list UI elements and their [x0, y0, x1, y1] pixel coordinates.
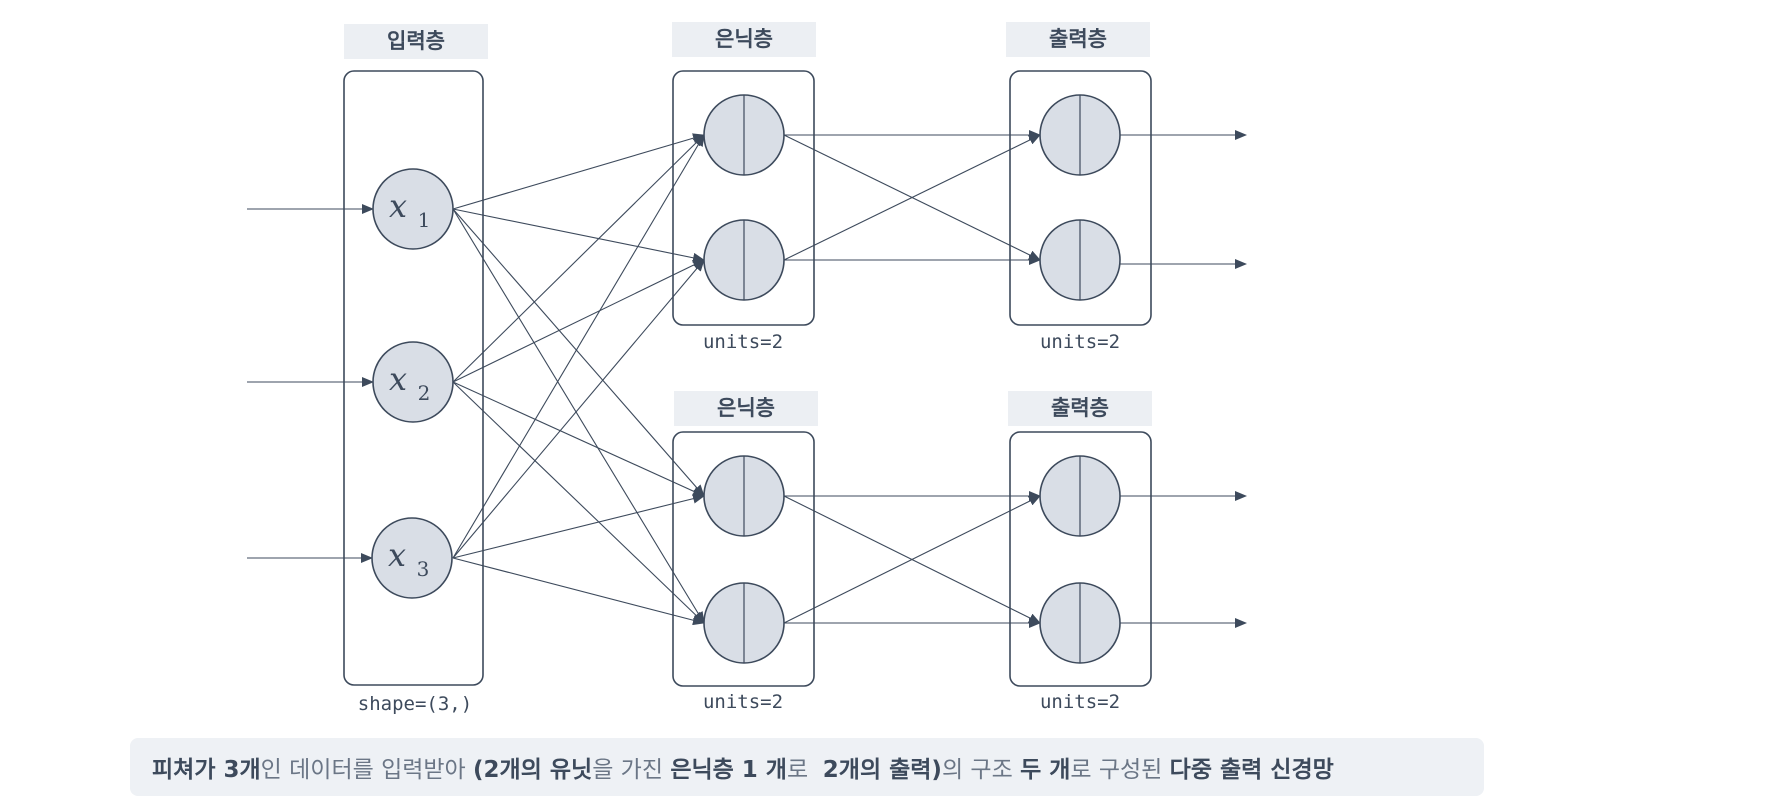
hidden-top-units-label: units=2: [703, 331, 783, 353]
caption-part-3: (2개의 유닛: [473, 757, 593, 783]
input-node-3: x 3: [371, 517, 453, 599]
hidden-layer-bottom-title-text: 은닉층: [717, 396, 775, 420]
input-layer-box: [343, 70, 484, 686]
input-node-3-var: x: [388, 536, 406, 574]
input-layer-title-text: 입력층: [387, 29, 445, 53]
input-node-2-var: x: [389, 360, 407, 398]
output-top-units-label: units=2: [1040, 331, 1120, 353]
hidden-layer-bottom-box: [672, 431, 815, 687]
output-top-node-1: [1039, 94, 1121, 176]
hidden-top-node-2: [703, 219, 785, 301]
caption-part-7: 2개의 출력): [822, 757, 942, 783]
input-to-hidden-top-edges: [452, 133, 705, 559]
output-layer-bottom-title-text: 출력층: [1051, 396, 1109, 420]
caption-part-11: 다중 출력 신경망: [1169, 757, 1334, 783]
output-layer-top-title-text: 출력층: [1049, 27, 1107, 51]
output-layer-bottom-title: 출력층: [1008, 391, 1152, 426]
caption-part-2: 인 데이터를 입력받아: [260, 757, 474, 783]
input-node-2: x 2: [372, 341, 454, 423]
hidden-top-node-1: [703, 94, 785, 176]
hidden-layer-top-box: [672, 70, 815, 326]
hidden-layer-top-title-text: 은닉층: [715, 27, 773, 51]
input-node-1: x 1: [372, 168, 454, 250]
output-layer-top-title: 출력층: [1006, 22, 1150, 57]
caption-part-5: 은닉층 1 개: [670, 757, 787, 783]
input-layer-title: 입력층: [344, 24, 488, 59]
caption-part-10: 로 구성된: [1070, 757, 1170, 783]
caption-part-6: 로: [786, 757, 823, 783]
input-node-2-sub: 2: [418, 381, 431, 405]
output-layer-top-box: [1009, 70, 1152, 326]
hidden-bottom-units-label: units=2: [703, 691, 783, 713]
input-node-1-sub: 1: [418, 208, 431, 232]
hidden-bottom-node-2: [703, 582, 785, 664]
input-shape-label: shape=(3,): [358, 693, 472, 715]
output-top-node-2: [1039, 219, 1121, 301]
output-bottom-units-label: units=2: [1040, 691, 1120, 713]
input-node-3-sub: 3: [417, 557, 430, 581]
caption-part-1: 피쳐가 3개: [152, 757, 261, 783]
input-node-1-var: x: [389, 187, 407, 225]
hidden-layer-top-title: 은닉층: [672, 22, 816, 57]
output-layer-bottom-box: [1009, 431, 1152, 687]
hidden-to-output-top-edges: [783, 130, 1041, 265]
caption-part-8: 의 구조: [941, 757, 1021, 783]
input-to-hidden-bottom-edges: [452, 208, 705, 626]
hidden-to-output-bottom-edges: [783, 491, 1041, 628]
hidden-layer-bottom-title: 은닉층: [674, 391, 818, 426]
caption-part-9: 두 개: [1020, 757, 1071, 783]
output-bottom-node-1: [1039, 455, 1121, 537]
output-bottom-node-2: [1039, 582, 1121, 664]
caption-part-4: 을 가진: [592, 757, 671, 783]
hidden-bottom-node-1: [703, 455, 785, 537]
